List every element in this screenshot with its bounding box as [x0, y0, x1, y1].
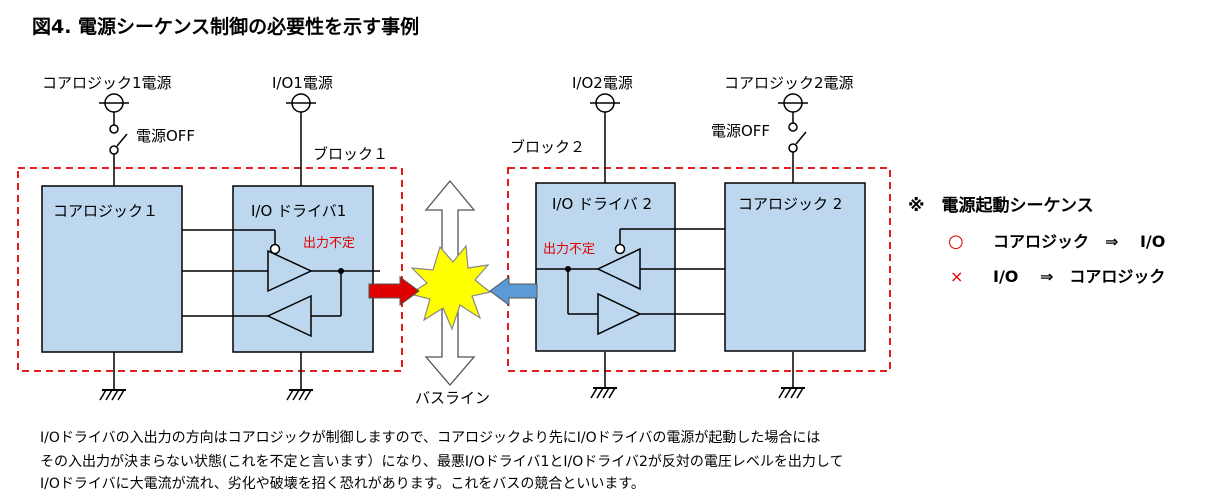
driver1-junction-dot	[338, 268, 344, 274]
block2-boundary	[507, 167, 891, 372]
block1-boundary	[17, 167, 403, 372]
core-logic-1-label: コアロジック１	[53, 202, 159, 220]
core2-power-circuit	[788, 112, 807, 183]
driver1-output-buffer-icon	[267, 249, 313, 293]
io2-power-label: I/O2電源	[572, 74, 633, 92]
driver2-output-arrow-icon	[489, 276, 538, 306]
sequence-ok-mark: ○	[948, 231, 964, 252]
core1-ground-icon	[99, 389, 127, 401]
io1-power-symbol	[285, 93, 317, 113]
driver1-input-buffer-icon	[266, 294, 312, 338]
core2-switch-label: 電源OFF	[711, 122, 771, 140]
ground-wires	[113, 352, 794, 390]
bus-line-label: バスライン	[415, 389, 491, 407]
core-logic-2-label: コアロジック 2	[738, 195, 843, 213]
sequence-ok-text: コアロジック ⇒ I/O	[993, 232, 1166, 251]
io1-power-label: I/O1電源	[272, 74, 333, 92]
block2-label: ブロック２	[510, 138, 586, 156]
driver2-ground-icon	[590, 387, 618, 399]
description-line-2: その入出力が決まらない状態(これを不定と言います）になり、最悪I/Oドライバ1と…	[40, 454, 844, 470]
sequence-ng-text: I/O ⇒ コアロジック	[993, 267, 1166, 286]
core2-power-symbol	[777, 93, 809, 113]
driver2-output-buffer-icon	[596, 247, 641, 291]
driver1-undefined-output-label: 出力不定	[303, 236, 356, 251]
core1-power-circuit	[109, 112, 128, 186]
sequence-heading: ※ 電源起動シーケンス	[908, 196, 1094, 216]
core-logic-2-box	[724, 182, 866, 352]
description-line-1: I/Oドライバの入出力の方向はコアロジックが制御しますので、コアロジックより先に…	[40, 430, 821, 446]
core1-switch-label: 電源OFF	[136, 127, 196, 145]
driver2-undefined-output-label: 出力不定	[543, 242, 596, 257]
driver1-output-arrow-icon	[368, 276, 420, 306]
io-driver-2-label: I/O ドライバ 2	[552, 195, 653, 213]
io-driver-1-label: I/O ドライバ1	[251, 202, 347, 220]
core2-ground-icon	[778, 387, 806, 399]
bus-contention-burst-icon	[408, 244, 492, 331]
core1-power-label: コアロジック1電源	[42, 74, 172, 92]
core1-power-symbol	[98, 93, 130, 113]
block1-label: ブロック１	[313, 145, 389, 163]
core2-power-label: コアロジック2電源	[724, 74, 854, 92]
figure-title: 図4. 電源シーケンス制御の必要性を示す事例	[32, 16, 420, 38]
sequence-ng-mark: ×	[950, 267, 964, 286]
driver1-ground-icon	[286, 389, 314, 401]
core-logic-1-box	[41, 185, 183, 353]
driver2-junction-dot	[565, 266, 571, 272]
io2-power-symbol	[589, 93, 621, 113]
driver2-enable-bubble	[614, 243, 626, 255]
driver2-input-buffer-icon	[597, 292, 642, 336]
description-line-3: I/Oドライバに大電流が流れ、劣化や破壊を招く恐れがあります。これをバスの競合と…	[40, 476, 645, 492]
